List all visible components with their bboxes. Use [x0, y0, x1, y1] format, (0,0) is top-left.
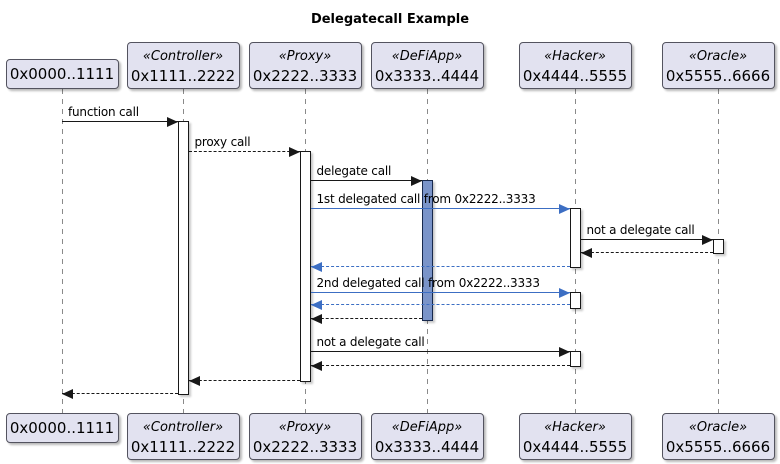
message-label: not a delegate call	[586, 223, 695, 237]
message-arrowhead	[558, 347, 570, 357]
message-arrowhead	[558, 204, 570, 214]
participant-box-top-user: 0x0000..1111	[5, 59, 119, 89]
participant-stereotype: «Proxy»	[278, 49, 332, 64]
message-arrowhead	[310, 262, 322, 272]
message-label: 1st delegated call from 0x2222..3333	[316, 192, 536, 206]
activation-bar-controller	[177, 121, 189, 395]
message-arrowhead	[310, 361, 322, 371]
message-line	[310, 208, 570, 209]
participant-stereotype: «DeFiApp»	[391, 420, 463, 435]
participant-box-bottom-hacker: «Hacker» 0x4444..5555	[518, 413, 632, 460]
message-line	[310, 351, 570, 352]
message-line	[62, 393, 178, 394]
participant-name: 0x1111..2222	[130, 438, 236, 456]
lifeline-user	[61, 89, 63, 413]
participant-box-top-oracle: «Oracle» 0x5555..6666	[661, 42, 775, 89]
participant-name: 0x5555..6666	[665, 67, 771, 85]
message-line	[310, 318, 422, 319]
participant-name: 0x5555..6666	[665, 438, 771, 456]
participant-stereotype: «Oracle»	[688, 49, 748, 64]
message-line	[580, 239, 713, 240]
message-arrowhead	[188, 376, 200, 386]
participant-name: 0x0000..1111	[9, 65, 115, 83]
participant-name: 0x4444..5555	[522, 438, 628, 456]
activation-bar-hacker	[569, 208, 581, 268]
participant-box-bottom-controller: «Controller» 0x1111..2222	[126, 413, 240, 460]
participant-box-top-proxy: «Proxy» 0x2222..3333	[248, 42, 362, 89]
message-arrowhead	[558, 288, 570, 298]
participant-box-bottom-user: 0x0000..1111	[5, 413, 119, 443]
participant-stereotype: «Controller»	[142, 49, 224, 64]
participant-name: 0x0000..1111	[9, 419, 115, 437]
message-arrowhead	[62, 389, 73, 399]
message-line	[580, 252, 713, 253]
message-arrowhead	[310, 314, 322, 324]
message-label: delegate call	[316, 164, 392, 178]
message-label: 2nd delegated call from 0x2222..3333	[316, 276, 540, 290]
message-line	[310, 180, 422, 181]
participant-stereotype: «Proxy»	[278, 420, 332, 435]
activation-bar-proxy	[299, 151, 311, 382]
message-arrowhead	[701, 235, 713, 245]
participant-stereotype: «Hacker»	[544, 420, 606, 435]
participant-name: 0x2222..3333	[252, 438, 358, 456]
message-arrowhead	[310, 300, 322, 310]
message-line	[188, 380, 300, 381]
message-arrowhead	[288, 147, 300, 157]
message-line	[310, 266, 570, 267]
participant-box-top-hacker: «Hacker» 0x4444..5555	[518, 42, 632, 89]
message-label: not a delegate call	[316, 335, 425, 349]
message-arrowhead	[580, 248, 592, 258]
message-arrowhead	[166, 117, 178, 127]
participant-stereotype: «Oracle»	[688, 420, 748, 435]
activation-bar-hacker	[569, 351, 581, 367]
message-line	[310, 304, 570, 305]
participant-box-bottom-defiapp: «DeFiApp» 0x3333..4444	[370, 413, 484, 460]
message-arrowhead	[410, 176, 422, 186]
participant-name: 0x2222..3333	[252, 67, 358, 85]
message-label: proxy call	[194, 135, 251, 149]
message-line	[188, 151, 300, 152]
message-line	[62, 121, 178, 122]
participant-box-bottom-oracle: «Oracle» 0x5555..6666	[661, 413, 775, 460]
activation-bar-oracle	[712, 239, 724, 254]
participant-stereotype: «Controller»	[142, 420, 224, 435]
diagram-title: Delegatecall Example	[310, 12, 470, 27]
participant-name: 0x4444..5555	[522, 67, 628, 85]
participant-box-top-controller: «Controller» 0x1111..2222	[126, 42, 240, 89]
participant-stereotype: «Hacker»	[544, 49, 606, 64]
participant-box-top-defiapp: «DeFiApp» 0x3333..4444	[370, 42, 484, 89]
participant-stereotype: «DeFiApp»	[391, 49, 463, 64]
message-line	[310, 365, 570, 366]
participant-name: 0x3333..4444	[374, 438, 480, 456]
message-line	[310, 292, 570, 293]
participant-name: 0x1111..2222	[130, 67, 236, 85]
participant-name: 0x3333..4444	[374, 67, 480, 85]
message-label: function call	[68, 105, 139, 119]
participant-box-bottom-proxy: «Proxy» 0x2222..3333	[248, 413, 362, 460]
activation-bar-defiapp	[421, 180, 433, 321]
activation-bar-hacker	[569, 292, 581, 309]
